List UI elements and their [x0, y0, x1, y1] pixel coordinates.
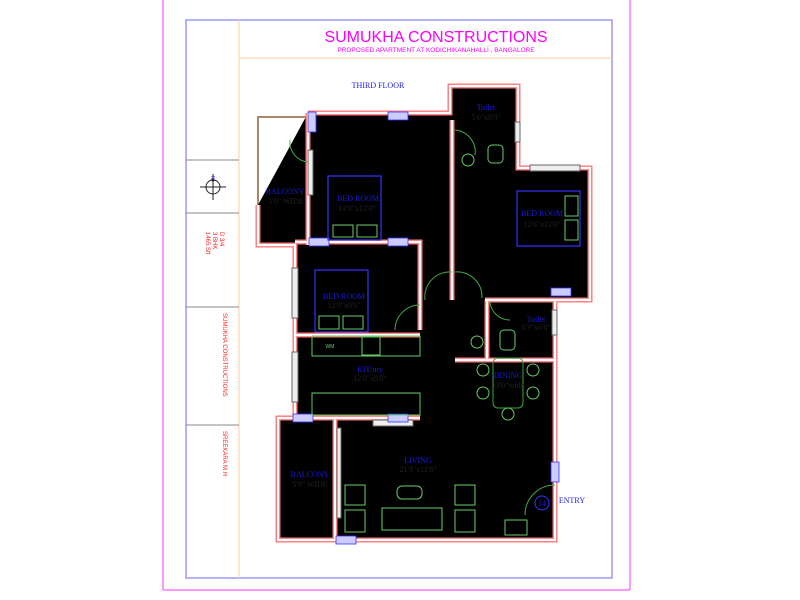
unit-area: 1465 Sft — [204, 232, 210, 255]
svg-text:12'0"x9'0": 12'0"x9'0" — [327, 301, 360, 310]
svg-text:BED ROOM: BED ROOM — [521, 209, 563, 218]
room-living: LIVING 21'3"x11'6" — [399, 456, 436, 474]
svg-text:BED ROOM: BED ROOM — [337, 194, 379, 203]
room-bedroom-3: BED ROOM 12'0"x9'0" — [323, 292, 365, 310]
unit-number: D 3/4 — [218, 232, 224, 247]
svg-text:BALCONY: BALCONY — [291, 470, 330, 479]
svg-text:DINING: DINING — [494, 371, 523, 380]
svg-text:21'3"x11'6": 21'3"x11'6" — [399, 465, 436, 474]
project-subtitle: PROPOSED APARTMENT AT KODICHIKANAHALLI ,… — [337, 47, 535, 54]
floor-label: THIRD FLOOR — [352, 81, 405, 90]
svg-text:12'0"x8'0": 12'0"x8'0" — [353, 374, 386, 383]
washing-machine-label: WM — [326, 344, 335, 350]
svg-text:13'0"wide: 13'0"wide — [492, 381, 525, 390]
entry-label: ENTRY — [559, 496, 585, 505]
svg-text:14'0"x12'0": 14'0"x12'0" — [338, 204, 375, 213]
svg-text:KIT/uty: KIT/uty — [357, 365, 383, 374]
unit-type: 3 BHK — [211, 232, 217, 249]
entry-marker: 14 ENTRY — [534, 495, 585, 511]
svg-text:Toilet: Toilet — [527, 315, 546, 324]
architect-name: SREEKARA M.H — [221, 431, 227, 476]
svg-text:BED ROOM: BED ROOM — [323, 292, 365, 301]
room-balcony-1: BALCONY 5'0" WIDE — [266, 187, 305, 206]
svg-text:BALCONY: BALCONY — [266, 187, 305, 196]
room-toilet-2: Toilet 6'3"x6'0" — [521, 315, 550, 332]
sheet-border — [162, 0, 631, 591]
north-arrow-icon: N — [200, 174, 226, 200]
project-title: SUMUKHA CONSTRUCTIONS — [324, 29, 547, 46]
svg-text:Toilet: Toilet — [477, 103, 496, 112]
north-label: N — [209, 176, 215, 180]
svg-text:12'6"x12'0": 12'6"x12'0" — [523, 220, 560, 229]
room-balcony-2: BALCONY 5'0" WIDE — [291, 470, 330, 489]
svg-text:5'0" WIDE: 5'0" WIDE — [292, 480, 328, 489]
unit-door-number: 14 — [538, 499, 546, 508]
builder-name: SUMUKHA CONSTRUCTIONS — [221, 313, 227, 397]
room-kitchen: KIT/uty 12'0"x8'0" — [353, 365, 386, 383]
title-block: N D 3/4 3 BHK 1465 Sft SUMUKHA CONSTRUCT… — [186, 159, 239, 476]
room-bedroom-2: BED ROOM 12'6"x12'0" — [521, 209, 563, 229]
svg-text:6'3"x6'0": 6'3"x6'0" — [521, 323, 550, 332]
svg-text:LIVING: LIVING — [404, 456, 432, 465]
svg-text:5'6"x8'0": 5'6"x8'0" — [471, 113, 500, 122]
columns — [292, 111, 572, 545]
room-toilet-1: Toilet 5'6"x8'0" — [471, 103, 500, 122]
svg-text:5'0" WIDE: 5'0" WIDE — [268, 197, 304, 206]
room-dining: DINING 13'0"wide — [492, 371, 525, 390]
room-bedroom-1: BED ROOM 14'0"x12'0" — [337, 194, 379, 213]
walls — [258, 86, 590, 540]
